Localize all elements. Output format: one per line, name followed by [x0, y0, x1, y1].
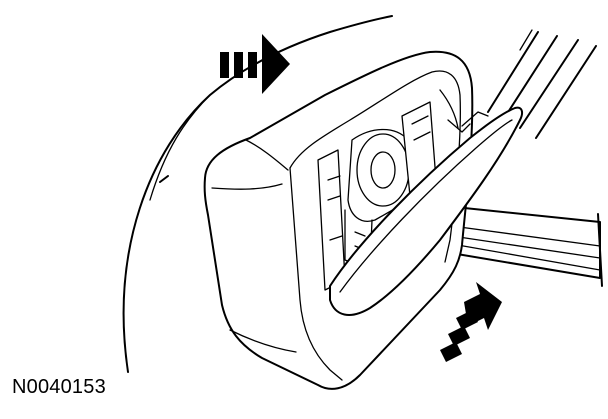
- mirror-glass: [329, 106, 524, 316]
- push-arrow-top: [220, 34, 290, 94]
- door-panel-curve: [122, 15, 393, 373]
- figure-reference-code: N0040153: [12, 376, 106, 398]
- mirror-support-arm: [444, 205, 603, 287]
- window-frame: [487, 29, 597, 139]
- push-arrow-bottom: [440, 282, 502, 362]
